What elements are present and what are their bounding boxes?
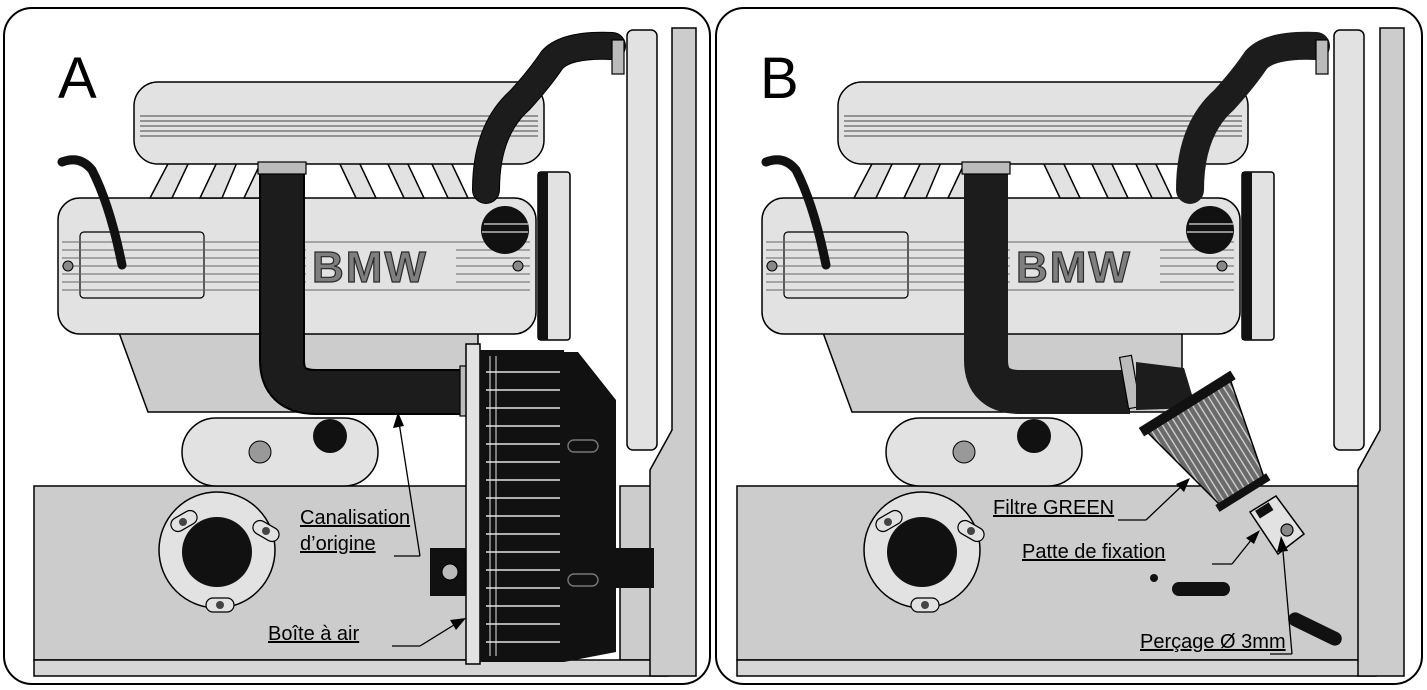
leader-filter (1145, 481, 1187, 521)
label-origine: d’origine (300, 533, 376, 555)
intake-plenum-b (837, 81, 1249, 165)
chassis-sill-b (736, 659, 1377, 677)
chassis-sill (33, 659, 669, 677)
inner-wing (649, 27, 697, 677)
brand-logo-a: BMW (312, 243, 428, 292)
air-box (465, 343, 654, 665)
intake-duct-b (964, 168, 1130, 414)
hose-clamp-top (611, 39, 625, 75)
drill-point (1150, 574, 1158, 582)
label-filtre-green: Filtre GREEN (993, 497, 1114, 519)
duct-clamp-b (1118, 354, 1142, 410)
label-canalisation: Canalisation (300, 507, 410, 529)
label-patte-fixation: Patte de fixation (1022, 541, 1165, 563)
airbox-mount (430, 548, 470, 596)
leader-duct (397, 415, 421, 557)
intake-plenum (133, 81, 545, 165)
upper-radiator-hose-b (1176, 31, 1330, 204)
label-percage: Perçage Ø 3mm (1140, 631, 1286, 653)
radiator-b (1333, 29, 1365, 451)
cable (57, 155, 127, 270)
brand-logo-b: BMW (1016, 243, 1132, 292)
strut-top (158, 491, 280, 613)
strut-top-b (863, 491, 985, 613)
filter-neck (1136, 362, 1196, 410)
fan-hub (481, 206, 529, 254)
fixing-bracket (1248, 494, 1306, 556)
chassis-slot-angled (1288, 612, 1342, 646)
duct-clamp-upper (257, 161, 307, 175)
panel-a: BMW (3, 7, 711, 685)
panel-b: BMW (715, 7, 1423, 685)
label-boite-a-air: Boîte à air (268, 623, 360, 645)
cone-filter (1138, 370, 1271, 512)
pulley-cover (181, 417, 379, 487)
cable-b (761, 155, 831, 270)
inner-wing-b (1357, 27, 1405, 677)
leader-drill (1281, 539, 1293, 655)
radiator (626, 29, 658, 451)
panel-letter-a: A (58, 46, 97, 111)
engine-cover-panel (79, 231, 205, 299)
plenum-ribs (140, 115, 538, 137)
pulley-cover-b (885, 417, 1083, 487)
panel-letter-b: B (760, 46, 799, 111)
fan-hub-b (1186, 206, 1234, 254)
chassis-slot (1172, 582, 1230, 596)
